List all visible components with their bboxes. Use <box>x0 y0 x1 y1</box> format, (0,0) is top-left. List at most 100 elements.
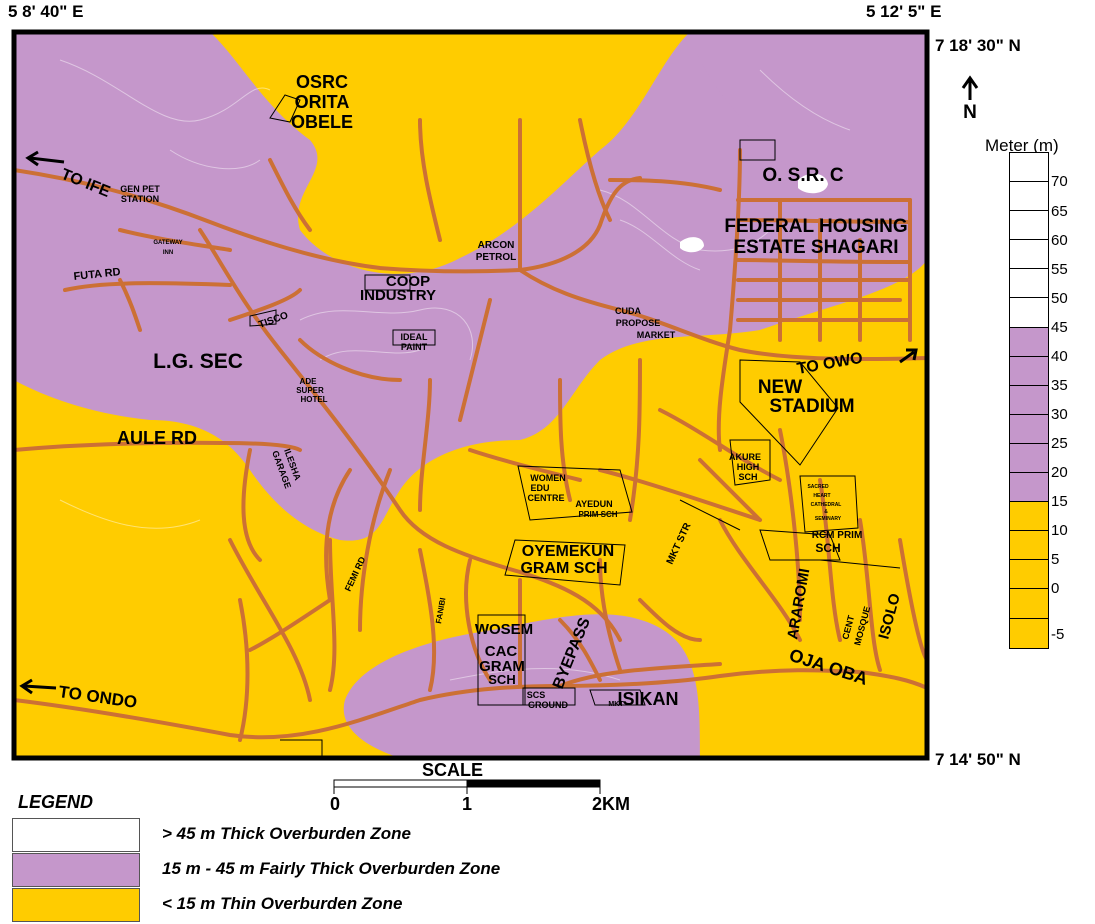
label-rcm-2: SCH <box>815 541 840 555</box>
label-osrc-orita-2: ORITA <box>295 92 350 112</box>
scale-tick: 60 <box>1051 232 1068 249</box>
arrow-to-ife-head <box>25 150 39 167</box>
label-akure-1: AKURE <box>729 452 761 462</box>
road-oja-oba <box>558 662 722 688</box>
label-cuda-3: MARKET <box>637 330 676 340</box>
coordinate-top-left: 5 8' 40" E <box>8 2 84 21</box>
scale-tick: 65 <box>1051 203 1068 220</box>
label-sacred-1: SACRED <box>807 484 829 490</box>
label-women-1: WOMEN <box>530 473 566 483</box>
label-gen-pet-2: STATION <box>121 194 159 204</box>
scale-tick: 20 <box>1051 464 1068 481</box>
label-futa-rd: FUTA RD <box>73 266 121 283</box>
scale-tick: 40 <box>1051 348 1068 365</box>
scale-bar-label-2: 2KM <box>592 794 631 814</box>
label-scs-1: SCS <box>527 690 546 700</box>
coordinate-top-right: 5 12' 5" E <box>866 2 942 21</box>
scale-tick: -5 <box>1051 626 1065 643</box>
road-south-west <box>228 538 312 702</box>
road-ife <box>14 168 642 274</box>
label-federal-housing-2: ESTATE SHAGARI <box>733 237 898 258</box>
legend-swatch-thin <box>12 888 140 922</box>
scale-tick: 5 <box>1051 551 1060 568</box>
legend-label-thick: > 45 m Thick Overburden Zone <box>162 824 411 843</box>
color-scale-bar <box>1009 152 1049 649</box>
scale-tick: 25 <box>1051 435 1068 452</box>
label-wosem: WOSEM <box>475 621 533 638</box>
label-akure-3: SCH <box>738 472 757 482</box>
arrow-to-owo <box>899 350 915 364</box>
scale-tick: 70 <box>1051 173 1068 190</box>
contour-lines <box>59 59 851 681</box>
coordinate-right-bottom: 7 14' 50" N <box>935 750 1021 769</box>
label-sacred-3: CATHEDRAL <box>811 502 842 508</box>
scale-tick: 55 <box>1051 261 1068 278</box>
label-ideal-2: PAINT <box>401 342 428 352</box>
color-scale: Meter (m) 70 65 60 55 50 45 40 35 30 25 … <box>985 136 1085 656</box>
label-scs-2: GROUND <box>528 700 568 710</box>
road-owo <box>518 268 927 362</box>
label-isikan: ISIKAN <box>617 689 678 709</box>
label-arcon-1: ARCON <box>478 240 515 251</box>
color-scale-title: Meter (m) <box>985 136 1059 155</box>
label-oyemekun-2: GRAM SCH <box>520 560 607 577</box>
road-network <box>14 118 927 742</box>
legend-swatch-fairly-thick <box>12 853 140 887</box>
label-osrc: O. S.R. C <box>762 165 844 186</box>
label-cac-1: CAC <box>485 643 518 660</box>
legend-title: LEGEND <box>18 792 94 812</box>
label-federal-housing-1: FEDERAL HOUSING <box>724 216 907 237</box>
arrow-to-owo-head <box>906 348 918 361</box>
arrow-to-ondo-head <box>19 678 33 695</box>
scale-bar-title: SCALE <box>422 760 484 780</box>
north-arrow-label: N <box>963 102 977 123</box>
scale-bar-label-1: 1 <box>462 794 473 814</box>
label-osrc-orita-3: OBELE <box>291 112 353 132</box>
label-lg-sec: L.G. SEC <box>153 350 243 373</box>
building-outlines <box>249 94 901 758</box>
label-rcm-1: RCM PRIM <box>812 530 863 541</box>
label-cac-3: SCH <box>488 672 515 687</box>
scale-tick: 15 <box>1051 493 1068 510</box>
label-gateway-2: INN <box>163 250 173 256</box>
label-women-3: CENTRE <box>527 493 564 503</box>
label-arcon-2: PETROL <box>476 252 517 263</box>
label-osrc-orita-1: OSRC <box>296 72 348 92</box>
label-ayedun-2: PRIM SCH <box>578 510 617 519</box>
arrow-to-ondo <box>23 684 57 690</box>
label-gen-pet-1: GEN PET <box>120 184 160 194</box>
label-sacred-2: HEART <box>813 493 830 499</box>
scale-tick: 35 <box>1051 377 1068 394</box>
label-aule-rd: AULE RD <box>117 428 197 448</box>
legend-label-thin: < 15 m Thin Overburden Zone <box>162 894 403 913</box>
road-futa <box>63 281 232 292</box>
scale-tick: 0 <box>1051 580 1060 597</box>
thick-zone-osrc <box>798 173 828 194</box>
scale-tick: 30 <box>1051 406 1068 423</box>
scale-tick: 45 <box>1051 319 1068 336</box>
scale-tick: 10 <box>1051 522 1068 539</box>
label-mkt: MKT <box>608 701 624 708</box>
arrow-to-ife <box>29 156 65 164</box>
label-ade-1: ADE <box>300 377 318 386</box>
label-sacred-5: SEMINARY <box>815 516 842 522</box>
label-fanibi: FANIBI <box>434 597 447 624</box>
road-byepass <box>198 228 622 642</box>
fairly-thick-zone-west <box>14 32 927 541</box>
road-aule <box>14 440 302 452</box>
road-ondo <box>14 668 927 740</box>
label-ideal-1: IDEAL <box>401 332 429 342</box>
legend-label-fairly-thick: 15 m - 45 m Fairly Thick Overburden Zone <box>162 859 501 878</box>
label-new-stadium-2: STADIUM <box>769 396 854 417</box>
label-ade-3: HOTEL <box>300 395 327 404</box>
label-new-stadium-1: NEW <box>758 377 802 398</box>
label-cac-2: GRAM <box>479 658 525 675</box>
north-arrow-icon: N <box>961 75 979 123</box>
label-sacred-4: & <box>824 509 828 515</box>
label-coop-2: INDUSTRY <box>360 287 436 304</box>
direction-arrows <box>19 150 918 695</box>
legend-swatch-thick <box>12 818 140 852</box>
label-ade-2: SUPER <box>296 386 324 395</box>
label-gateway-1: GATEWAY <box>153 240 182 246</box>
